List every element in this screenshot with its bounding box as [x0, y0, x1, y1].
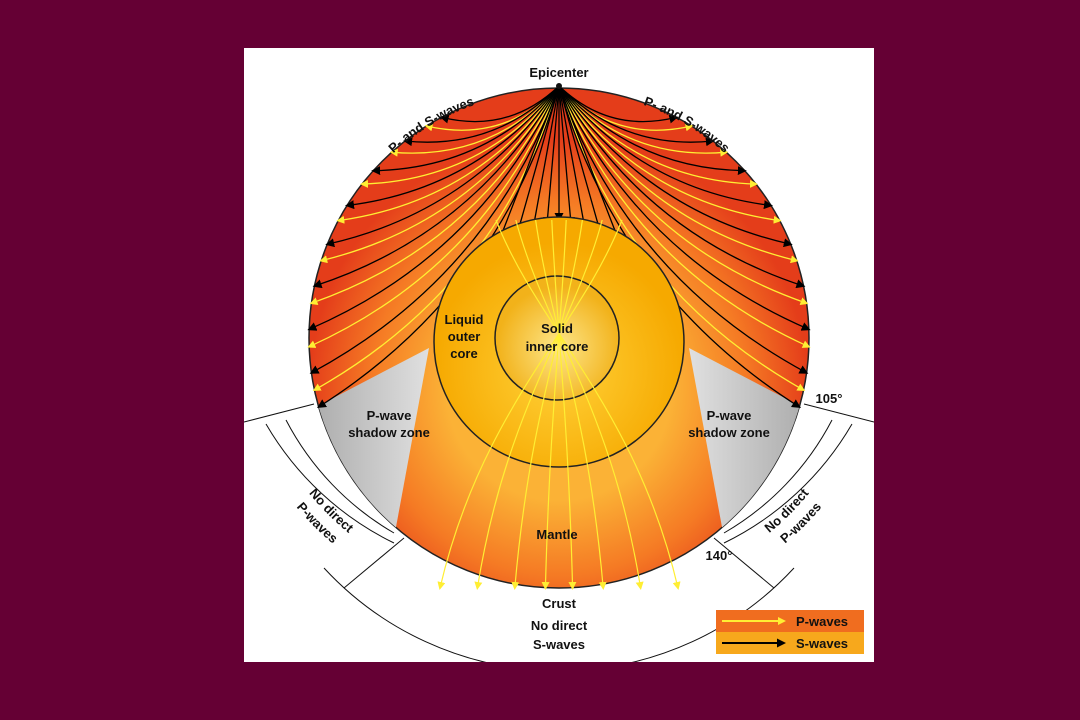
shadow-zone-right-label-line1: P-wave — [707, 408, 752, 423]
p-wave-ray — [558, 85, 782, 224]
s-wave-core-ray — [558, 85, 575, 227]
mantle-label: Mantle — [536, 527, 577, 542]
s-wave-core-ray — [558, 85, 589, 232]
angle-140-label: 140° — [706, 548, 733, 563]
outer-core-label-line2: outer — [448, 329, 481, 344]
s-wave-ray — [403, 85, 560, 147]
p-wave-core-ray — [495, 219, 681, 590]
legend-s-waves-label: S-waves — [796, 636, 848, 651]
p-wave-ray — [336, 85, 560, 224]
s-wave-core-ray — [514, 85, 560, 237]
diagram-panel: Epicenter P- and S-waves P- and S-waves … — [244, 48, 874, 662]
s-wave-core-ray — [558, 85, 604, 237]
s-wave-ray — [439, 85, 560, 124]
s-wave-ray — [558, 85, 793, 248]
p-wave-core-ray — [511, 219, 583, 590]
s-wave-ray — [371, 85, 560, 176]
inner-core-label-line2: inner core — [526, 339, 589, 354]
p-wave-core-paths — [437, 219, 681, 590]
s-wave-ray — [558, 85, 715, 147]
p-wave-ray — [309, 85, 560, 306]
s-wave-ray — [345, 85, 560, 210]
legend: P-waves S-waves — [716, 610, 864, 654]
legend-s-row — [716, 632, 864, 654]
s-wave-core-ray — [497, 85, 560, 243]
s-wave-ray — [558, 85, 679, 124]
s-wave-ray — [558, 85, 747, 176]
p-wave-ray — [558, 85, 809, 306]
p-wave-ray — [558, 85, 799, 264]
no-direct-s-label-line2: S-waves — [533, 637, 585, 652]
s-wave-ray — [312, 85, 560, 289]
s-wave-ray — [325, 85, 560, 248]
shadow-zone-left-label-line1: P-wave — [367, 408, 412, 423]
s-wave-ray — [309, 85, 560, 374]
outer-core-label-line1: Liquid — [445, 312, 484, 327]
legend-p-row — [716, 610, 864, 632]
s-wave-ray — [558, 85, 773, 210]
epicenter-label: Epicenter — [529, 65, 588, 80]
p-wave-core-ray — [515, 219, 644, 590]
s-wave-ray — [558, 85, 809, 374]
p-wave-ray — [307, 85, 560, 348]
s-wave-core-ray — [529, 85, 560, 232]
inner-core-label-line1: Solid — [541, 321, 573, 336]
p-wave-ray — [319, 85, 560, 264]
epicenter-point — [556, 83, 562, 89]
angle-105-label: 105° — [816, 391, 843, 406]
p-wave-core-ray — [535, 219, 607, 590]
s-wave-ray — [558, 85, 806, 289]
s-wave-core-ray — [543, 85, 560, 227]
p-wave-core-ray — [474, 219, 603, 590]
p-wave-core-ray — [541, 219, 567, 590]
earth-seismic-wave-diagram: Epicenter P- and S-waves P- and S-waves … — [244, 65, 874, 662]
s-wave-core-ray — [558, 85, 621, 243]
outer-core-label-line3: core — [450, 346, 477, 361]
crust-label: Crust — [542, 596, 577, 611]
shadow-zone-right-label-line2: shadow zone — [688, 425, 770, 440]
p-wave-core-ray — [551, 219, 577, 590]
p-wave-ray — [558, 85, 811, 348]
shadow-zone-left-label-line2: shadow zone — [348, 425, 430, 440]
s-wave-ray — [307, 85, 560, 331]
p-wave-core-ray — [437, 219, 623, 590]
legend-p-waves-label: P-waves — [796, 614, 848, 629]
s-wave-ray — [558, 85, 811, 331]
no-direct-s-label-line1: No direct — [531, 618, 588, 633]
